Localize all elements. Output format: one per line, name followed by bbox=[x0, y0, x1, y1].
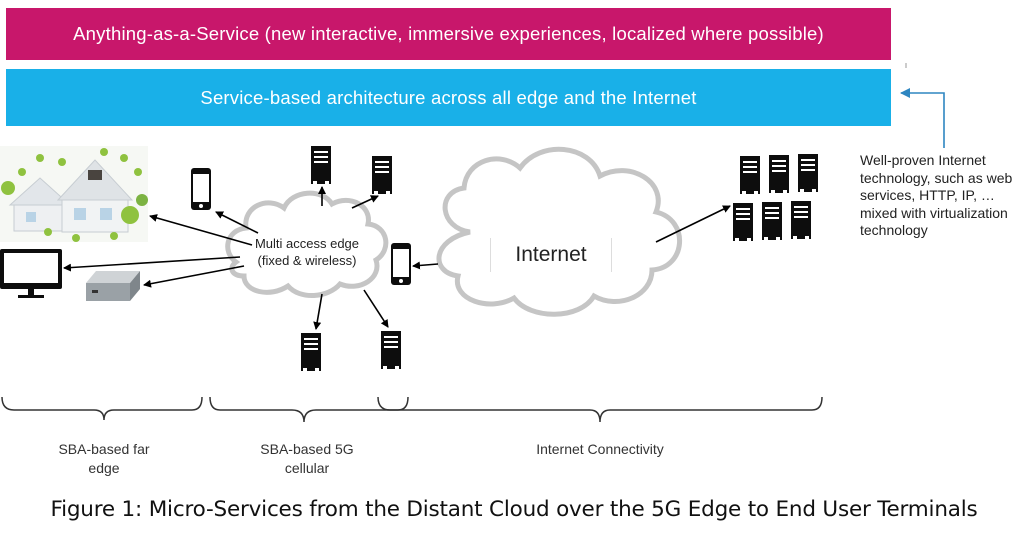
multi-access-edge-label: Multi access edge (fixed & wireless) bbox=[254, 236, 360, 268]
callout-arrow bbox=[900, 88, 945, 148]
xaas-banner: Anything-as-a-Service (new interactive, … bbox=[6, 8, 891, 60]
smart-home-illustration bbox=[0, 146, 148, 242]
internet-label: Internet bbox=[490, 238, 612, 272]
side-note: Well-proven Internet technology, such as… bbox=[860, 152, 1013, 238]
server-rack-icon bbox=[733, 154, 818, 241]
monitor-icon bbox=[0, 249, 62, 298]
smartphone-icon bbox=[391, 243, 411, 285]
connection-arrows bbox=[63, 186, 731, 330]
segment-label-internet: Internet Connectivity bbox=[536, 441, 664, 457]
segment-braces bbox=[1, 396, 823, 423]
mini-pc-icon bbox=[86, 271, 140, 301]
internet-cloud bbox=[436, 146, 683, 317]
server-icon bbox=[301, 333, 321, 371]
segment-label-far-edge: SBA-based far edge bbox=[58, 441, 150, 476]
segment-label-cellular: SBA-based 5G cellular bbox=[260, 441, 354, 476]
server-icon bbox=[372, 156, 392, 194]
server-icon bbox=[311, 146, 331, 184]
xaas-banner-text: Anything-as-a-Service (new interactive, … bbox=[73, 23, 824, 44]
smartphone-icon bbox=[191, 168, 211, 210]
sba-banner-text: Service-based architecture across all ed… bbox=[200, 86, 697, 108]
sba-banner: Service-based architecture across all ed… bbox=[6, 69, 891, 126]
edge-cloud bbox=[225, 190, 389, 299]
figure-caption: Figure 1: Micro-Services from the Distan… bbox=[50, 497, 978, 522]
server-icon bbox=[381, 331, 401, 369]
